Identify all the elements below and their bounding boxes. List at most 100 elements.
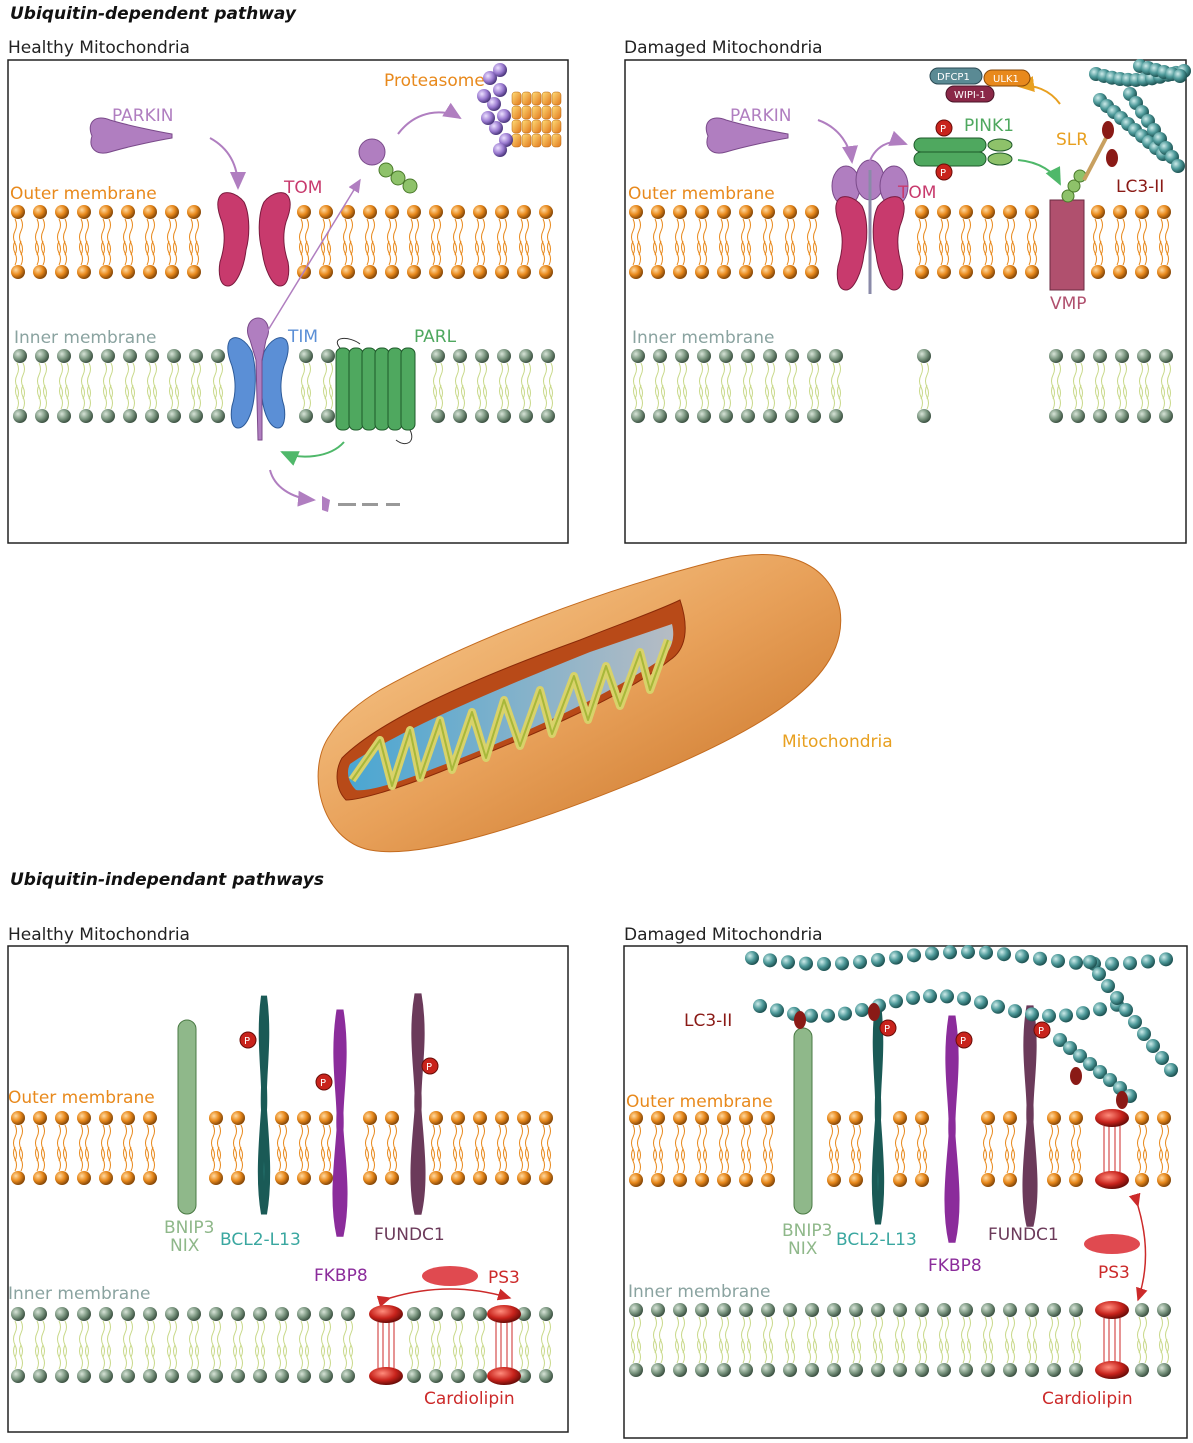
ps3-molecule-4 [1084,1234,1140,1254]
tim-left [227,337,256,429]
outer-membrane-2 [629,205,1171,279]
tom-left-2 [835,196,868,291]
tim-right [260,337,289,429]
panel2-title: Damaged Mitochondria [624,38,823,58]
bcl2-label-4: BCL2-L13 [836,1230,917,1250]
inner-membrane-label-4: Inner membrane [628,1282,770,1302]
cardiolipin-cluster [487,1305,521,1385]
parl-cleave-arrow [280,441,345,466]
tim-label: TIM [287,327,318,347]
lc3-label-2: LC3-II [1116,177,1164,197]
svg-text:P: P [940,168,946,179]
pink1-import [247,317,269,441]
tom-label-2: TOM [897,183,936,203]
parkin-label: PARKIN [112,106,173,126]
inner-membrane-label-2: Inner membrane [632,328,774,348]
parkin-ub-complex [358,138,386,166]
wipi-label: WIPI-1 [954,90,986,101]
proteasome-label: Proteasome [384,71,485,91]
mitochondria-illustration: Mitochondria [317,553,893,853]
cardiolipin-cluster [369,1305,403,1385]
nix-label: NIX [170,1236,200,1256]
fkbp8-protein [332,1009,348,1237]
mitochondria-label: Mitochondria [782,732,893,752]
bnip3-label-4: BNIP3 [782,1221,832,1241]
ps3-label: PS3 [488,1268,520,1288]
panel2-frame [624,59,1187,544]
panel2: Outer membrane Inner membrane PARKIN TOM… [628,59,1191,348]
tom-left [217,192,250,287]
ps3-molecule [422,1266,478,1286]
fkbp8-protein-4 [944,1015,960,1243]
inner-membrane-1 [13,349,555,423]
fundc1-label: FUNDC1 [374,1225,445,1245]
panel3: Outer membrane Inner membrane BNIP3 NIX … [8,993,520,1409]
degraded-fragments [322,496,400,512]
parkin-label-2: PARKIN [730,106,791,126]
degrade-arrow [269,469,316,507]
tom-label: TOM [283,178,322,198]
slr-adaptor [1082,137,1108,181]
panel4: Outer membrane Inner membrane LC3-II BNI… [626,945,1178,1409]
parl-label: PARL [414,327,457,347]
inner-membrane-label-3: Inner membrane [8,1284,150,1304]
outer-membrane-1 [11,205,553,279]
lc3-label-4: LC3-II [684,1011,732,1031]
svg-text:P: P [244,1036,250,1047]
tom-right [258,192,291,287]
cardiolipin-cluster [1095,1301,1129,1379]
cardiolipin-cluster [1095,1109,1129,1189]
outer-membrane-label-2: Outer membrane [628,184,775,204]
fundc1-protein-4 [1022,1005,1038,1227]
parl-protein [335,347,416,431]
panel4-title: Damaged Mitochondria [624,925,823,945]
outer-membrane-label: Outer membrane [10,184,157,204]
membranes [11,205,1173,1383]
fkbp8-label: FKBP8 [314,1266,368,1286]
autophagy-initiation-complex: DFCP1 ULK1 WIPI-1 [929,67,1031,103]
svg-text:P: P [940,124,946,135]
panel1: Outer membrane Inner membrane PARKIN TOM… [10,63,562,512]
nix-label-4: NIX [788,1239,818,1259]
svg-text:P: P [1038,1026,1044,1037]
inner-membrane-label: Inner membrane [14,328,156,348]
bnip3-label: BNIP3 [164,1218,214,1238]
fkbp8-label-4: FKBP8 [928,1256,982,1276]
to-proteasome-arrow [397,102,462,135]
panel1-frame [7,59,569,544]
phagophore-4 [745,945,1178,1109]
ulk1-label: ULK1 [993,74,1019,85]
header-ub-dependent: Ubiquitin-dependent pathway [10,4,296,24]
svg-text:P: P [426,1062,432,1073]
parkin-arrow [209,137,246,190]
bcl2-label: BCL2-L13 [220,1230,301,1250]
fundc1-protein [410,993,426,1215]
outer-membrane-3 [11,1111,553,1185]
ps3-label-4: PS3 [1098,1263,1130,1283]
outer-membrane-label-4: Outer membrane [626,1092,773,1112]
fundc1-label-4: FUNDC1 [988,1225,1059,1245]
parkin-protein-2 [705,117,789,154]
svg-text:P: P [960,1036,966,1047]
header-ub-independent: Ubiquitin-independant pathways [10,870,324,890]
ub-chain-2 [1061,169,1087,203]
dfcp1-label: DFCP1 [937,72,970,83]
slr-label: SLR [1056,130,1088,150]
bnip3-protein [177,1019,197,1215]
inner-membrane-2 [631,349,1173,423]
ub-chain [378,162,418,194]
inner-membrane-4 [629,1303,1171,1377]
transport-line [261,178,361,341]
outer-membrane-label-3: Outer membrane [8,1088,155,1108]
parkin-protein [89,117,173,154]
bcl2-protein-4 [871,1003,885,1225]
bnip3-protein-4 [793,1027,813,1215]
bcl2-protein [257,995,271,1215]
proteasome [477,63,562,157]
inner-membrane-3 [11,1307,553,1383]
vmp-label: VMP [1050,294,1087,314]
svg-text:P: P [884,1024,890,1035]
pink1-dimer: P P [913,119,1013,181]
phagophore [1089,59,1191,173]
